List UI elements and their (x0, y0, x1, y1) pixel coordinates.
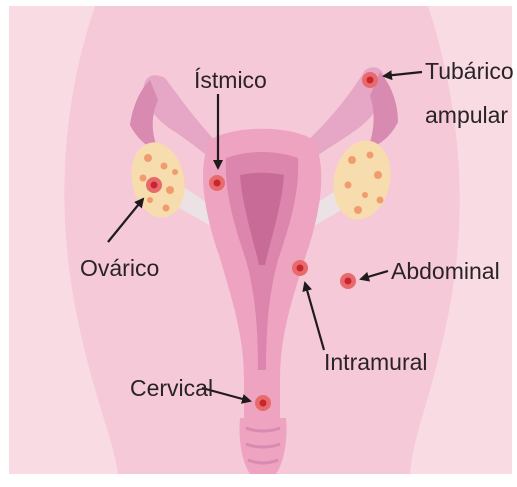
ectopic-implant-icon (209, 175, 225, 191)
label-tubarico-line1: Tubárico o (425, 58, 517, 84)
ectopic-implant-icon (255, 395, 271, 411)
label-intramural: Intramural (324, 349, 428, 375)
ectopic-implant-icon (362, 72, 378, 88)
label-cervical: Cervical (130, 375, 213, 401)
label-istmico: Ístmico (194, 67, 267, 93)
ectopic-implant-icon (340, 273, 356, 289)
label-abdominal: Abdominal (391, 258, 500, 284)
ectopic-implant-icon (292, 260, 308, 276)
label-ovarico: Ovárico (80, 255, 159, 281)
label-tubarico-line2: ampular (425, 102, 508, 128)
ectopic-implant-icon (146, 177, 162, 193)
